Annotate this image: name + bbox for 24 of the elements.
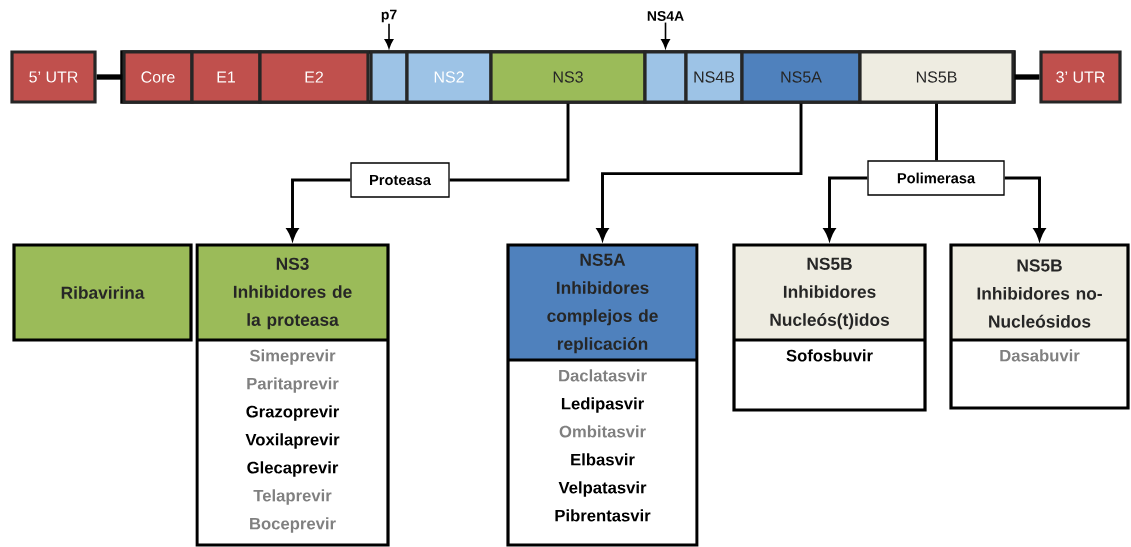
gene-segment: E1 — [190, 50, 262, 104]
segment-label: NS4A — [647, 11, 684, 21]
gene-segment: NS4B — [684, 50, 744, 104]
gene-segment: NS3 — [489, 50, 647, 104]
utr-box: 5’ UTR — [10, 50, 97, 104]
arrow — [384, 23, 394, 49]
drug-class-box: NS3 Inhibidores de la proteasa Simeprevir Paritaprevir Grazoprevir Voxilaprevir Glecaprevir Telaprevir Boceprevir — [195, 243, 390, 547]
drug-class-box: NS5A Inhibidores complejos de replicación Daclatasvir Ledipasvir Ombitasvir Elbasvir Velpatasvir Pibrentasvir — [506, 243, 699, 547]
drug-box: Ribavirina — [12, 243, 193, 342]
function-label: Polimerasa — [867, 160, 1005, 196]
connector-line — [1014, 74, 1040, 80]
arrow — [661, 21, 670, 49]
gene-segment: NS5A — [740, 50, 862, 104]
gene-segment: Core — [122, 50, 194, 104]
segment-label: p7 — [381, 9, 397, 23]
gene-segment: E2 — [258, 50, 370, 104]
drug-class-box: NS5B Inhibidores no-Nucleósidos Dasabuvir — [949, 243, 1130, 410]
connector-line — [935, 103, 938, 161]
gene-segment: NS5B — [858, 50, 1015, 104]
function-label: Proteasa — [350, 162, 450, 198]
connector-line — [449, 103, 570, 182]
drug-class-box: NS5B Inhibidores Nucleós(t)idos Sofosbuvir — [732, 243, 927, 412]
connector-line — [96, 74, 123, 80]
utr-box: 3’ UTR — [1039, 50, 1122, 104]
